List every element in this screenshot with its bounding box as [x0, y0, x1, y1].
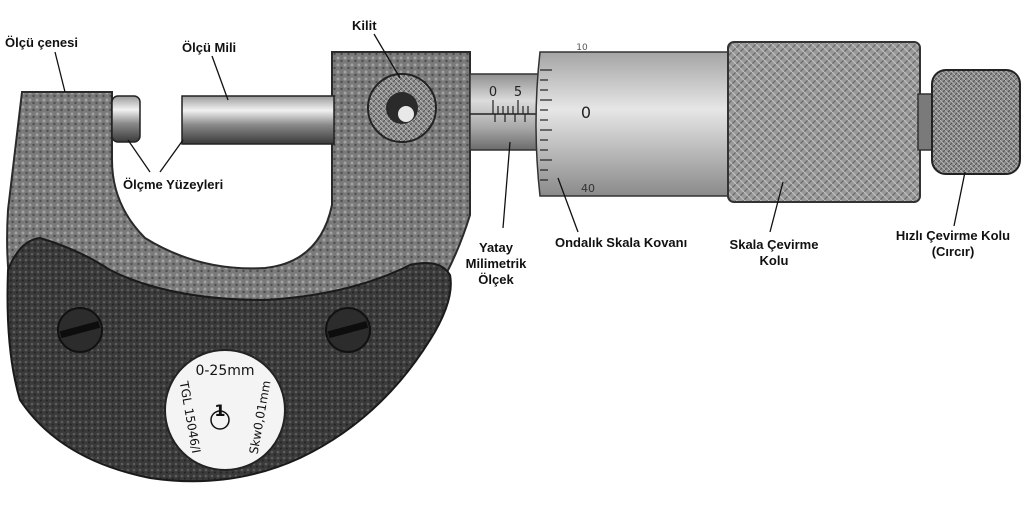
thimble-scale-ticks	[540, 69, 552, 181]
leader-kilit	[373, 33, 401, 79]
label-yatay-line3: Ölçek	[478, 272, 514, 287]
leader-yuzey-right	[159, 139, 184, 173]
dial-logo: 1	[214, 401, 225, 420]
label-kilit: Kilit	[352, 18, 377, 33]
leader-skala	[769, 181, 784, 233]
label-skala-line1: Skala Çevirme	[729, 237, 819, 252]
sleeve-number-5: 5	[514, 85, 522, 100]
label-hizli-line2: (Cırcır)	[931, 244, 975, 259]
label-ondalik-skala-kovani: Ondalık Skala Kovanı	[555, 235, 688, 250]
thimble	[535, 51, 731, 197]
label-skala-line2: Kolu	[759, 253, 789, 268]
label-olcme-yuzeyleri: Ölçme Yüzeyleri	[123, 177, 224, 192]
thimble-knurl	[727, 41, 921, 203]
ratchet-knob	[931, 69, 1021, 175]
leader-lines	[54, 33, 966, 233]
thimble-number-top: 10	[576, 43, 588, 53]
dial-range: 0-25mm	[195, 363, 254, 379]
sleeve-number-0: 0	[489, 85, 497, 100]
guard-screw-right	[325, 307, 371, 353]
label-olcu-cenesi: Ölçü çenesi	[5, 35, 78, 50]
sleeve-ticks	[492, 100, 529, 122]
leader-yuzey-left	[127, 139, 151, 173]
leader-olcu-cenesi	[54, 51, 66, 93]
label-olcu-mili: Ölçü Mili	[182, 40, 237, 55]
label-hizli-line1: Hızlı Çevirme Kolu	[895, 228, 1011, 243]
label-yatay-line2: Milimetrik	[465, 256, 527, 271]
leader-ondalik	[557, 177, 579, 233]
sleeve	[469, 73, 541, 151]
thimble-number-bottom: 40	[581, 182, 595, 195]
guard-screw-left	[57, 307, 103, 353]
spindle	[181, 95, 335, 145]
thimble-number-mid: 0	[581, 103, 591, 122]
leader-hizli	[953, 171, 966, 227]
anvil	[111, 95, 141, 143]
leader-yatay	[502, 141, 511, 229]
dial-logo-icon	[210, 410, 230, 430]
label-yatay-milimetrik-olcek: Yatay Milimetrik Ölçek	[456, 240, 536, 288]
identification-plate: 0-25mm TGL 15046/I Skw0,01mm 1	[164, 349, 286, 471]
leader-olcu-mili	[211, 55, 229, 101]
label-hizli-cevirme-kolu: Hızlı Çevirme Kolu (Cırcır)	[884, 228, 1022, 260]
label-yatay-line1: Yatay	[479, 240, 513, 255]
label-skala-cevirme-kolu: Skala Çevirme Kolu	[710, 237, 838, 269]
lock-nut	[367, 73, 437, 143]
